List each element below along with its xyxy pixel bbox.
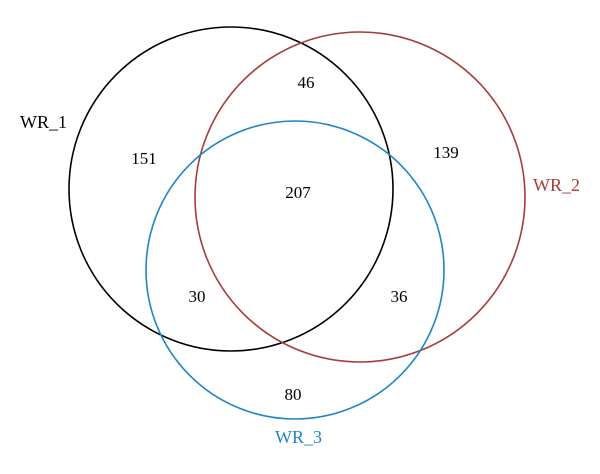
set-label-wr3: WR_3: [275, 427, 322, 447]
count-wr2-wr3-only: 36: [391, 287, 408, 306]
set-label-wr2: WR_2: [533, 175, 580, 195]
set-circle-wr2: [194, 31, 526, 363]
count-wr1-only: 151: [131, 149, 157, 168]
count-all-three: 207: [285, 183, 311, 202]
set-circle-wr3: [145, 120, 445, 420]
count-wr1-wr3-only: 30: [189, 287, 206, 306]
count-wr3-only: 80: [285, 385, 302, 404]
set-circle-wr1: [68, 26, 394, 352]
count-wr1-wr2-only: 46: [298, 73, 315, 92]
set-label-wr1: WR_1: [20, 112, 67, 132]
count-wr2-only: 139: [433, 143, 459, 162]
